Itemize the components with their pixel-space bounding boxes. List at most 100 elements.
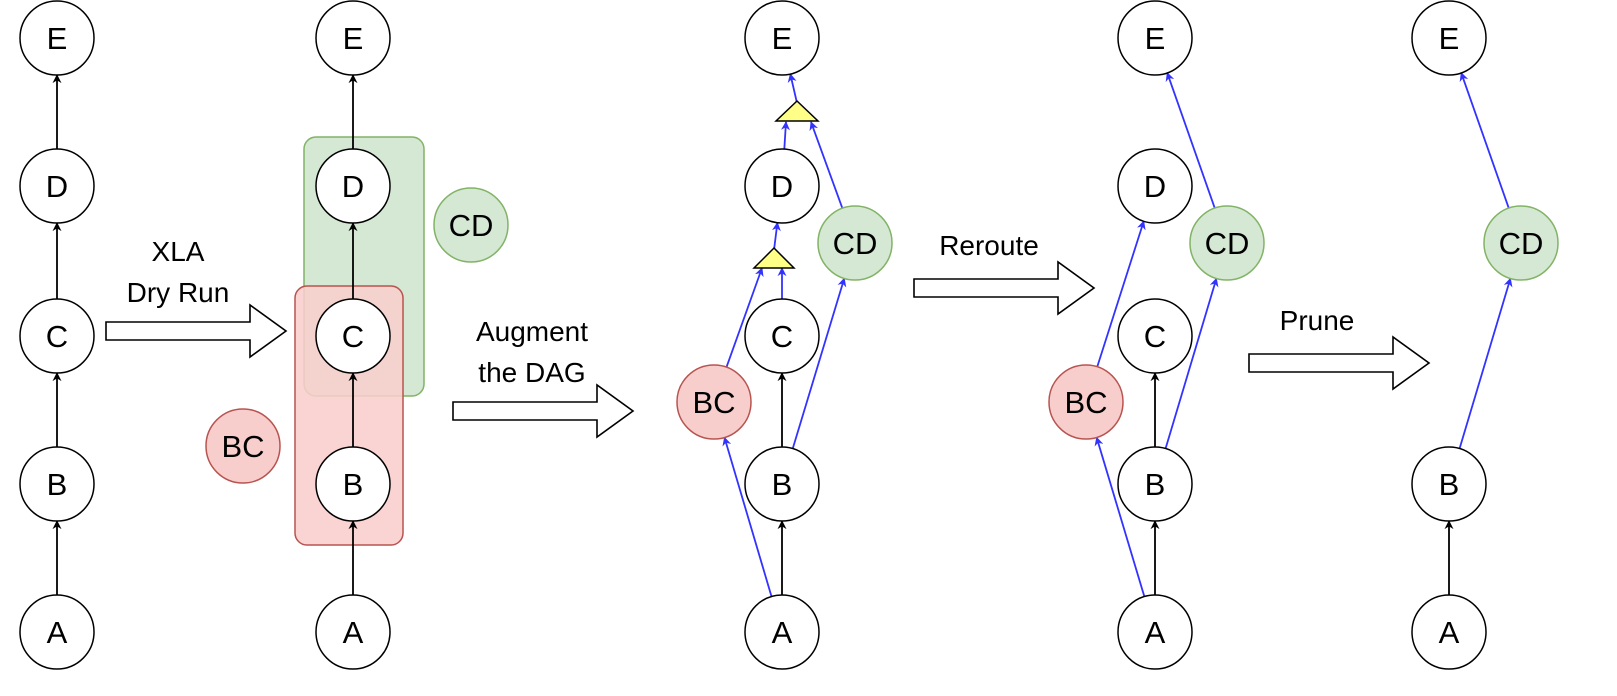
edge-a-bc-p3 <box>722 436 773 597</box>
edge-a-bc-p4 <box>1094 436 1146 597</box>
step-arrow-prune <box>1248 335 1431 391</box>
node-label: E <box>343 21 364 56</box>
node-circle <box>1117 446 1193 522</box>
node-bc-p3: BC <box>676 364 752 440</box>
node-c-p2: C <box>315 298 391 374</box>
node-a-p5: A <box>1411 594 1487 670</box>
node-label: D <box>771 169 793 204</box>
node-bc-p4: BC <box>1048 364 1124 440</box>
node-circle <box>315 298 391 374</box>
step-label-line: XLA <box>152 236 205 267</box>
node-label: B <box>1145 467 1166 502</box>
node-cd-p5: CD <box>1483 205 1559 281</box>
node-label: A <box>1439 615 1460 650</box>
node-circle <box>19 594 95 670</box>
node-circle <box>19 446 95 522</box>
edge-join1-d-p3 <box>771 221 781 251</box>
node-cd-p3: CD <box>817 205 893 281</box>
node-label: BC <box>692 385 735 420</box>
node-b-p5: B <box>1411 446 1487 522</box>
node-c-p1: C <box>19 298 95 374</box>
node-e-p4: E <box>1117 0 1193 76</box>
step-label-line: Dry Run <box>127 277 230 308</box>
step-label-dry-run: XLA Dry Run <box>127 236 230 308</box>
node-circle <box>744 0 820 76</box>
edge-b-cd-p4 <box>1164 277 1219 449</box>
edge-b-cd-p3 <box>791 277 847 449</box>
node-circle <box>1411 0 1487 76</box>
edge-bc-d-p4 <box>1096 220 1146 368</box>
edge-cd-join2-p3 <box>809 121 844 209</box>
node-d-p2: D <box>315 148 391 224</box>
node-circle <box>744 298 820 374</box>
step-label-augment: Augment the DAG <box>476 316 588 388</box>
node-d-p1: D <box>19 148 95 224</box>
node-c-p3: C <box>744 298 820 374</box>
node-label: B <box>772 467 793 502</box>
node-label: A <box>343 615 364 650</box>
node-a-p1: A <box>19 594 95 670</box>
node-circle <box>19 0 95 76</box>
node-b-p4: B <box>1117 446 1193 522</box>
edge-join2-e-p3 <box>787 73 798 104</box>
step-arrow-reroute <box>913 260 1096 316</box>
step-label-line: Reroute <box>939 230 1039 261</box>
node-label: A <box>47 615 68 650</box>
node-label: C <box>771 319 793 354</box>
node-circle <box>744 594 820 670</box>
node-circle <box>744 446 820 522</box>
node-c-p4: C <box>1117 298 1193 374</box>
node-circle <box>1117 594 1193 670</box>
node-label: C <box>46 319 68 354</box>
node-circle <box>315 446 391 522</box>
node-label: B <box>343 467 364 502</box>
node-circle <box>1117 148 1193 224</box>
node-label: E <box>47 21 68 56</box>
node-circle <box>315 594 391 670</box>
node-b-p3: B <box>744 446 820 522</box>
node-label: CD <box>1205 226 1250 261</box>
node-a-p3: A <box>744 594 820 670</box>
edge-cd-e-p5 <box>1459 72 1510 209</box>
node-label: D <box>46 169 68 204</box>
node-circle <box>676 364 752 440</box>
step-arrow-dry-run <box>105 303 288 359</box>
node-label: CD <box>1499 226 1544 261</box>
node-circle <box>315 0 391 76</box>
edge-bc-join1-p3 <box>725 267 764 368</box>
edge-cd-e-p4 <box>1165 72 1216 209</box>
join-triangle-upper <box>774 99 820 122</box>
node-circle <box>817 205 893 281</box>
node-circle <box>1117 298 1193 374</box>
node-label: E <box>1439 21 1460 56</box>
node-label: BC <box>221 429 264 464</box>
node-label: CD <box>833 226 878 261</box>
node-e-p3: E <box>744 0 820 76</box>
node-circle <box>1411 594 1487 670</box>
node-d-p4: D <box>1117 148 1193 224</box>
node-label: A <box>772 615 793 650</box>
node-a-p2: A <box>315 594 391 670</box>
node-bc-p2: BC <box>205 408 281 484</box>
step-label-line: the DAG <box>478 357 585 388</box>
node-circle <box>1189 205 1265 281</box>
node-cd-p4: CD <box>1189 205 1265 281</box>
node-circle <box>205 408 281 484</box>
node-label: A <box>1145 615 1166 650</box>
node-label: CD <box>449 208 494 243</box>
node-label: E <box>1145 21 1166 56</box>
node-circle <box>19 148 95 224</box>
step-label-line: Augment <box>476 316 588 347</box>
edge-b-cd-p5 <box>1458 277 1513 449</box>
node-circle <box>1483 205 1559 281</box>
node-circle <box>1117 0 1193 76</box>
node-b-p2: B <box>315 446 391 522</box>
node-label: C <box>1144 319 1166 354</box>
node-a-p4: A <box>1117 594 1193 670</box>
node-d-p3: D <box>744 148 820 224</box>
node-cd-p2: CD <box>433 187 509 263</box>
edge-d-join2-p3 <box>781 121 790 150</box>
step-arrow-augment <box>452 383 635 439</box>
node-label: BC <box>1064 385 1107 420</box>
